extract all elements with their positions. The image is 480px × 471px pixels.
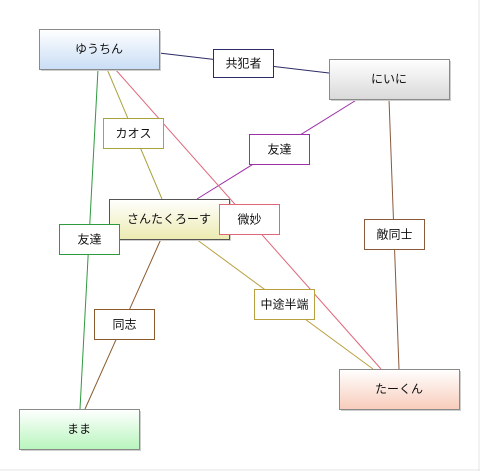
node-box <box>339 369 460 410</box>
edge-label-box <box>94 309 155 340</box>
edge-label-box <box>103 118 164 149</box>
node-yuuchan[interactable]: ゆうちん <box>39 29 162 72</box>
node-box <box>39 29 160 70</box>
node-label: にいに <box>371 72 407 86</box>
edge-label-kaosu[interactable]: カオス <box>103 118 164 149</box>
edge-label-text: 同志 <box>112 318 136 332</box>
node-takun[interactable]: たーくん <box>339 369 462 412</box>
edge-label-text: 友達 <box>77 233 101 247</box>
node-niini[interactable]: にいに <box>329 59 452 102</box>
edge-label-text: 共犯者 <box>225 57 261 71</box>
edge-label-tekidoushi[interactable]: 敵同士 <box>364 219 425 250</box>
edge-label-text: カオス <box>115 127 151 141</box>
node-mama[interactable]: まま <box>19 409 142 452</box>
edge-label-box <box>254 289 315 320</box>
edge-label-text: 中途半端 <box>260 297 308 312</box>
edge-label-box <box>59 224 120 255</box>
edge-label-tomodachi-1[interactable]: 友達 <box>249 134 310 165</box>
node-label: まま <box>67 422 91 436</box>
edge-label-tomodachi-2[interactable]: 友達 <box>59 224 120 255</box>
edge-label-bimyou[interactable]: 微妙 <box>219 204 280 235</box>
node-box <box>19 409 140 450</box>
edge-label-box <box>364 219 425 250</box>
node-label: たーくん <box>375 382 423 396</box>
edge-label-layer: 共犯者友達カオス微妙友達敵同士同志中途半端 <box>59 49 425 340</box>
node-box <box>109 199 230 240</box>
edge-label-box <box>219 204 280 235</box>
node-label: さんたくろーす <box>127 212 211 226</box>
edge-label-doushi[interactable]: 同志 <box>94 309 155 340</box>
edge-label-box <box>249 134 310 165</box>
edge-label-kyouhansha[interactable]: 共犯者 <box>213 49 274 78</box>
node-label: ゆうちん <box>75 42 123 56</box>
edge-label-text: 敵同士 <box>376 227 412 242</box>
node-santa[interactable]: さんたくろーす <box>109 199 232 242</box>
edge-label-text: 友達 <box>267 143 291 157</box>
node-box <box>329 59 450 100</box>
edge-label-text: 微妙 <box>237 213 261 227</box>
edge-label-box <box>213 49 274 78</box>
edge-label-chuutohanpa[interactable]: 中途半端 <box>254 289 315 320</box>
